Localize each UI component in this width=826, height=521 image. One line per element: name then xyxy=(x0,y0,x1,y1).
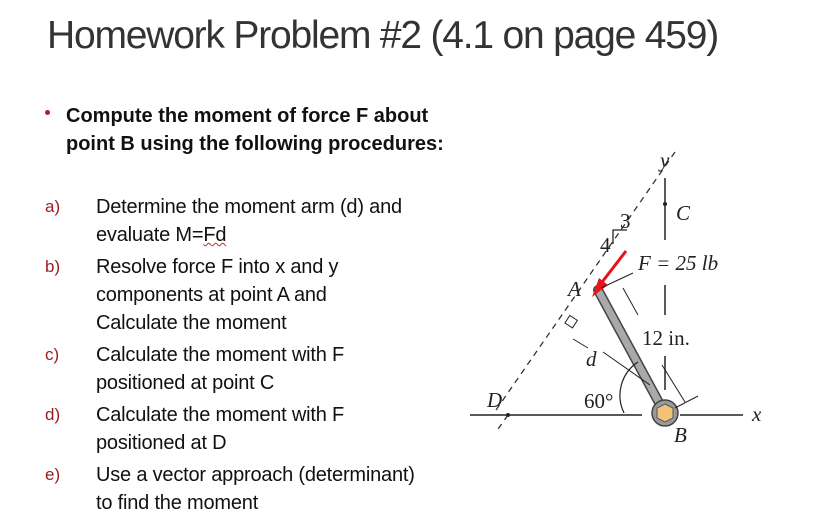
item-label: d) xyxy=(45,405,61,424)
item-text: Calculate the moment with F positioned a… xyxy=(96,344,345,394)
angle-arc xyxy=(619,361,639,414)
d-line-bottom xyxy=(602,351,651,386)
intro-text: Compute the moment of force F about poin… xyxy=(66,105,444,155)
item-label: c) xyxy=(45,345,60,364)
slope-rise-label: 3 xyxy=(620,209,631,233)
wrench-handle xyxy=(594,286,667,414)
force-arrow-head xyxy=(592,278,608,297)
dim-arrow-top xyxy=(622,287,639,316)
point-b-label: B xyxy=(674,423,687,447)
x-axis-label: x xyxy=(751,402,762,426)
point-a-label: A xyxy=(566,277,581,301)
wrench-diagram: y x C A B D 3 4 F = 25 lb 12 in. d 60° xyxy=(470,140,800,460)
right-angle-mark xyxy=(564,314,579,329)
procedure-item-d: d) Calculate the moment with F positione… xyxy=(45,401,465,457)
line-of-action xyxy=(495,151,676,411)
spellcheck-word: Fd xyxy=(203,224,227,246)
procedure-item-c: c) Calculate the moment with F positione… xyxy=(45,341,465,397)
item-label: a) xyxy=(45,197,61,216)
y-axis-label: y xyxy=(658,148,670,172)
bullet-icon xyxy=(45,110,50,115)
item-text-main: Determine the moment arm (d) and evaluat… xyxy=(96,196,402,246)
procedure-list: a) Determine the moment arm (d) and eval… xyxy=(45,193,465,521)
dim-line-top xyxy=(600,272,634,289)
point-d-label: D xyxy=(486,388,502,412)
dim-line-bottom xyxy=(674,395,699,409)
item-label: e) xyxy=(45,465,61,484)
bolt-icon xyxy=(656,403,674,423)
line-of-action-ext xyxy=(495,414,509,433)
item-text: Calculate the moment with F positioned a… xyxy=(96,404,345,454)
procedure-item-e: e) Use a vector approach (determinant) t… xyxy=(45,461,465,517)
slope-run-label: 4 xyxy=(600,233,611,257)
d-line-top xyxy=(572,338,589,349)
point-d-dot xyxy=(506,413,510,417)
slope-triangle xyxy=(612,229,627,244)
moment-arm-label: d xyxy=(586,347,597,371)
item-text: Resolve force F into x and y components … xyxy=(96,256,339,334)
item-label: b) xyxy=(45,257,61,276)
procedure-item-a: a) Determine the moment arm (d) and eval… xyxy=(45,193,465,249)
dim-arrow-bottom xyxy=(661,364,686,403)
item-text: Use a vector approach (determinant) to f… xyxy=(96,464,415,514)
procedure-item-b: b) Resolve force F into x and y componen… xyxy=(45,253,465,337)
slide-title: Homework Problem #2 (4.1 on page 459) xyxy=(47,14,719,57)
force-label: F = 25 lb xyxy=(637,251,718,275)
angle-label: 60° xyxy=(584,389,613,413)
point-c-label: C xyxy=(676,201,691,225)
item-text: Determine the moment arm (d) and evaluat… xyxy=(96,193,465,249)
intro-bullet: Compute the moment of force F about poin… xyxy=(45,103,445,158)
point-c-dot xyxy=(663,202,667,206)
length-label: 12 in. xyxy=(642,326,690,350)
